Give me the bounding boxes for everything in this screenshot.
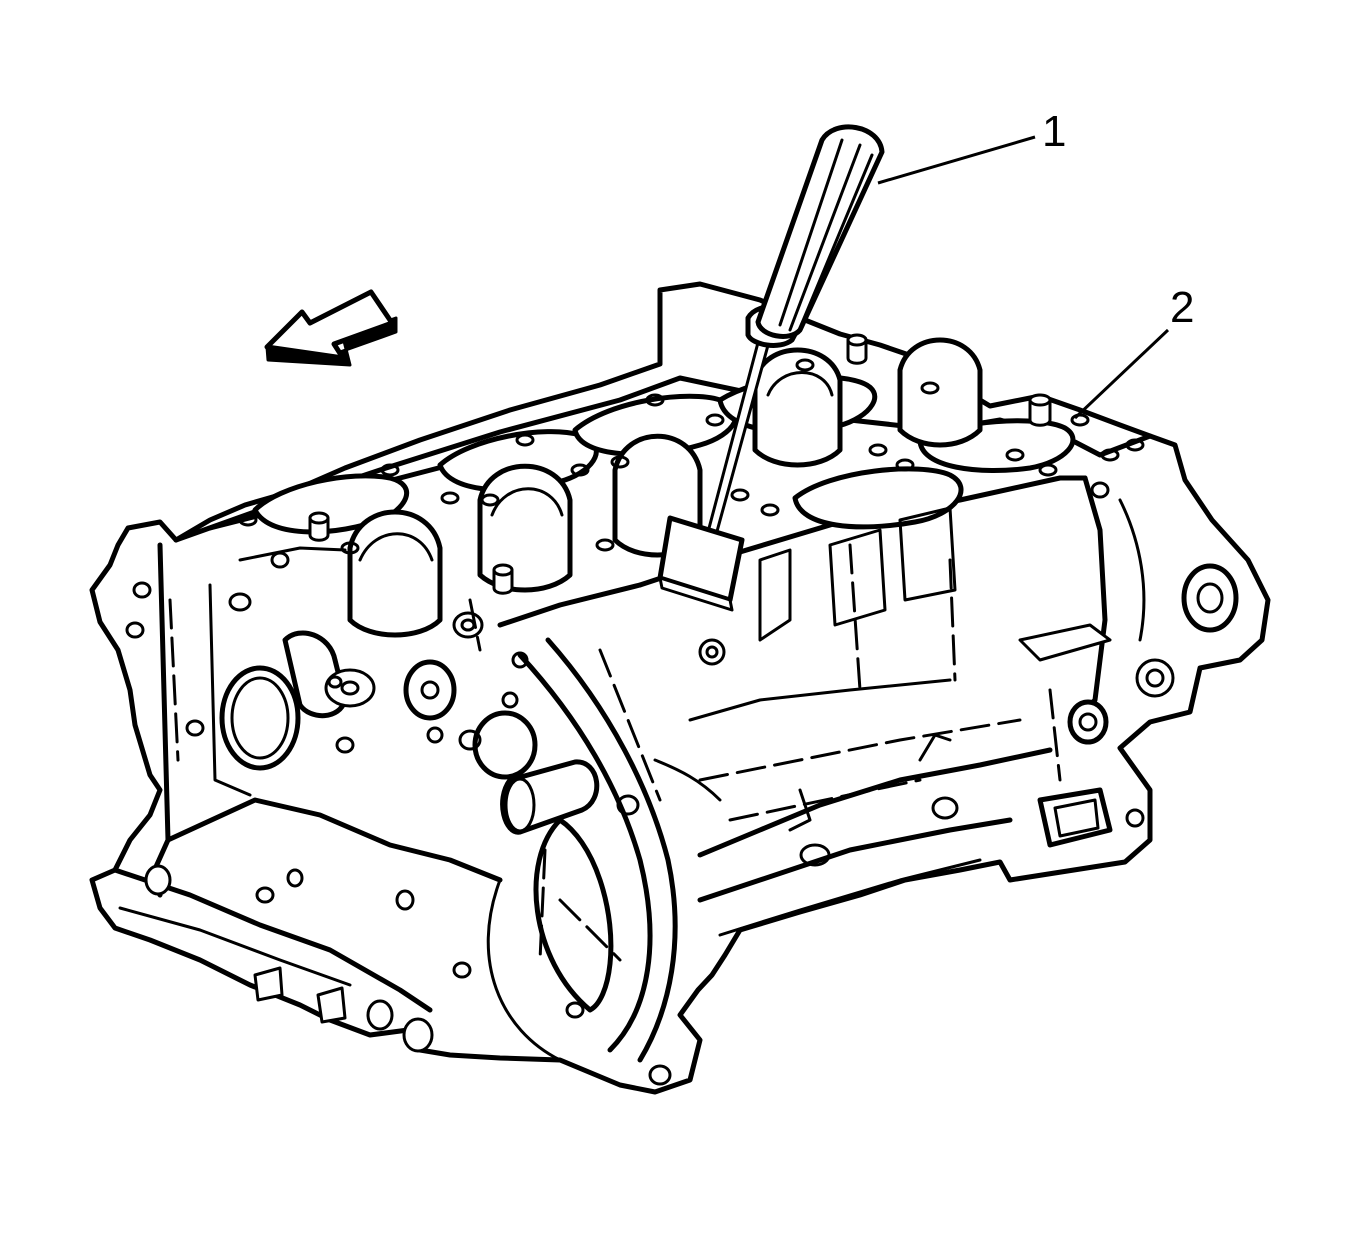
front-direction-arrow-icon	[264, 289, 398, 367]
scraper-tool	[657, 124, 885, 612]
engine-block	[89, 281, 1271, 1095]
dowel-pins	[308, 333, 1052, 595]
callout-1-label: 1	[1042, 107, 1066, 156]
callout-1: 1	[877, 107, 1066, 185]
callout-2-label: 2	[1170, 283, 1194, 332]
callout-1-leader-line	[877, 135, 1036, 185]
callout-2: 2	[1073, 283, 1194, 420]
deck-bolt-holes	[238, 358, 1145, 555]
callout-2-leader-line	[1073, 328, 1170, 420]
